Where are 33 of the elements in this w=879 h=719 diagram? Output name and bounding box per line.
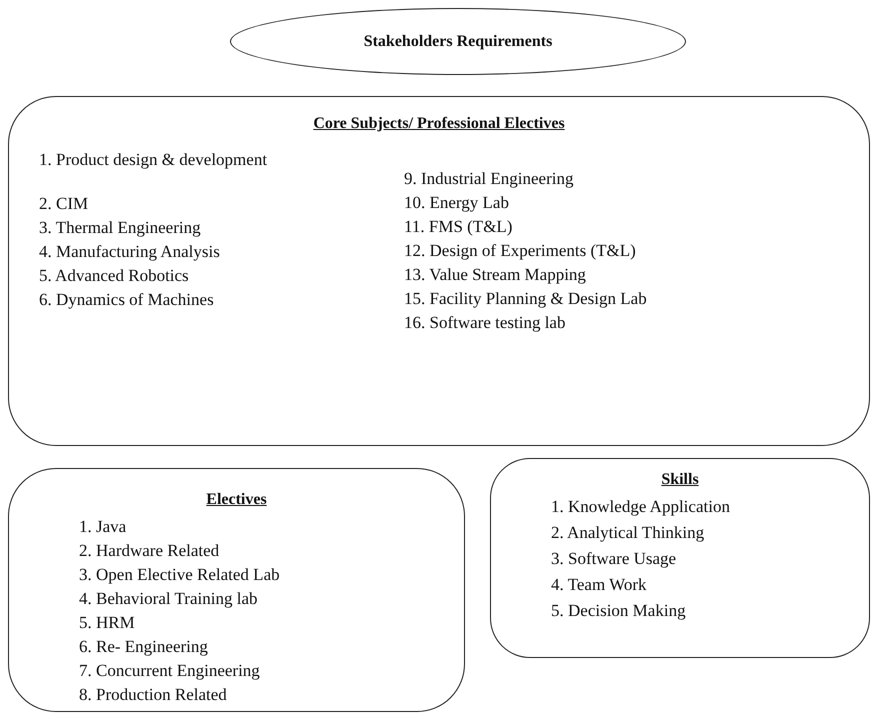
section-heading: Skills bbox=[661, 471, 699, 489]
list-item: 1. Product design & development bbox=[39, 150, 268, 170]
list-item: 10. Energy Lab bbox=[404, 193, 509, 213]
list-item: 4. Team Work bbox=[551, 575, 646, 595]
list-item: 2. CIM bbox=[39, 194, 88, 214]
list-item: 5. HRM bbox=[79, 613, 135, 633]
list-item: 7. Concurrent Engineering bbox=[79, 661, 260, 681]
list-item: 6. Re- Engineering bbox=[79, 637, 208, 657]
list-item: 16. Software testing lab bbox=[404, 313, 566, 333]
list-item: 3. Open Elective Related Lab bbox=[79, 565, 280, 585]
list-item: 9. Industrial Engineering bbox=[404, 169, 574, 189]
list-item: 3. Software Usage bbox=[551, 549, 676, 569]
section-heading: Electives bbox=[206, 491, 267, 509]
list-item: 2. Hardware Related bbox=[79, 541, 220, 561]
list-item: 2. Analytical Thinking bbox=[551, 523, 704, 543]
node-title: Stakeholders Requirements bbox=[364, 32, 552, 50]
list-item: 12. Design of Experiments (T&L) bbox=[404, 241, 636, 261]
list-item: 1. Knowledge Application bbox=[551, 497, 730, 517]
rounded-box bbox=[490, 458, 870, 658]
list-item: 4. Manufacturing Analysis bbox=[39, 242, 220, 262]
list-item: 15. Facility Planning & Design Lab bbox=[404, 289, 647, 309]
rounded-box bbox=[8, 468, 465, 712]
list-item: 5. Advanced Robotics bbox=[39, 266, 189, 286]
list-item: 4. Behavioral Training lab bbox=[79, 589, 258, 609]
list-item: 11. FMS (T&L) bbox=[404, 217, 512, 237]
rounded-box bbox=[8, 96, 870, 446]
list-item: 8. Production Related bbox=[79, 685, 227, 705]
list-item: 3. Thermal Engineering bbox=[39, 218, 201, 238]
list-item: 6. Dynamics of Machines bbox=[39, 290, 214, 310]
section-heading: Core Subjects/ Professional Electives bbox=[313, 115, 565, 133]
list-item: 5. Decision Making bbox=[551, 601, 686, 621]
list-item: 1. Java bbox=[79, 517, 126, 537]
list-item: 13. Value Stream Mapping bbox=[404, 265, 586, 285]
